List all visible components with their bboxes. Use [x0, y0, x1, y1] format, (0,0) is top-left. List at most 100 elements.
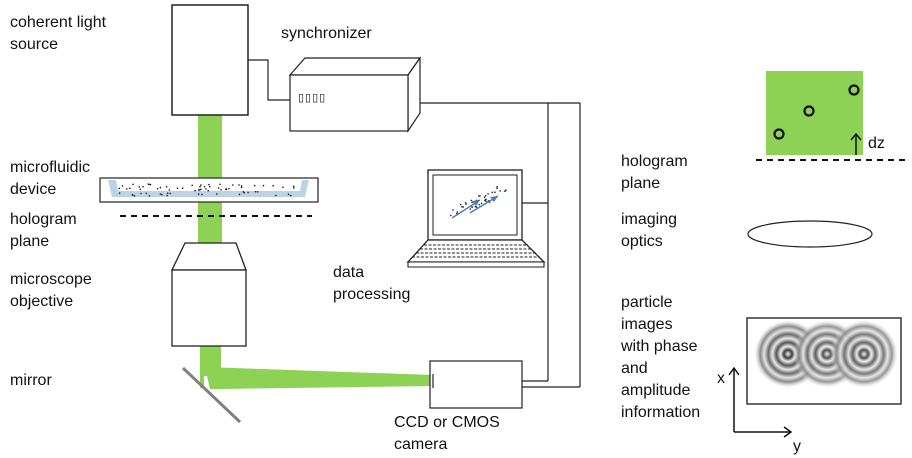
seeding-particle [253, 184, 256, 187]
screen-particle [485, 200, 487, 202]
dz-label: dz [868, 135, 885, 152]
seeding-particle [140, 192, 142, 195]
screen-arrowhead-2 [490, 196, 498, 202]
seeding-particle [121, 185, 124, 187]
seeding-particle [166, 194, 168, 197]
microfluidic-device-label: microfluidic device [10, 159, 91, 198]
screen-particle [456, 211, 459, 213]
screen-particle [462, 206, 465, 208]
seeding-particle [290, 194, 292, 197]
synchronizer-front [289, 74, 409, 132]
seeding-particle [208, 186, 211, 188]
seeding-particle [161, 193, 163, 196]
imaging-optics-label: imaging optics [621, 211, 678, 250]
seeding-particle [181, 187, 184, 189]
seeding-particle [166, 192, 169, 194]
seeding-particle [159, 193, 162, 195]
screen-particle [477, 195, 480, 197]
data-processing-label: data processing [333, 264, 411, 303]
screen-particle [461, 205, 463, 208]
seeding-particle [129, 187, 131, 190]
seeding-particle [293, 185, 295, 188]
seeding-particle [240, 186, 243, 189]
screen-particle [487, 193, 489, 195]
seeding-particle [293, 187, 295, 189]
seeding-particle [238, 184, 240, 186]
screen-particle [479, 195, 481, 197]
y-axis-arrowhead [783, 426, 793, 438]
seeding-particle [165, 186, 168, 188]
hologram-volume [766, 71, 863, 155]
light-source-box [171, 4, 249, 116]
seeding-particle [118, 192, 121, 194]
seeding-particle [131, 194, 134, 196]
seeding-particle [282, 186, 284, 188]
screen-particle [469, 208, 472, 210]
synchronizer-top [288, 57, 422, 76]
seeding-particle [168, 189, 171, 191]
particle [848, 84, 860, 96]
laptop-keyboard-keys [412, 244, 540, 258]
screen-particle [505, 189, 507, 191]
seeding-particle [197, 189, 200, 191]
seeding-particle [126, 188, 128, 190]
light-source-label: coherent light source [10, 14, 107, 53]
camera-label: CCD or CMOS camera [394, 414, 500, 453]
seeding-particle [118, 187, 121, 190]
x-axis-arrowhead [728, 366, 740, 376]
screen-particle [491, 191, 494, 194]
seeding-particle [145, 192, 148, 195]
seeding-particle [133, 195, 136, 197]
light-beam-to-camera [205, 367, 433, 389]
microscope-objective-label: microscope objective [10, 271, 92, 310]
objective-body [171, 269, 247, 347]
screen-particle [450, 214, 452, 217]
screen-particle [480, 202, 483, 205]
objective-top [170, 242, 247, 271]
microfluidic-device [99, 177, 319, 203]
screen-particle [483, 196, 486, 198]
screen-particle [464, 202, 467, 204]
seeding-particle [200, 184, 202, 186]
seeding-particle [256, 191, 259, 193]
screen-particle [475, 206, 478, 208]
synchronizer-label: synchronizer [281, 25, 372, 42]
seeding-particle [191, 184, 193, 187]
screen-particle [459, 203, 462, 206]
screen-particle [484, 199, 486, 201]
screen-particle [452, 209, 454, 211]
screen-particle [470, 199, 473, 202]
screen-particle [496, 187, 498, 189]
seeding-particle [156, 187, 159, 190]
seeding-particle [169, 192, 172, 195]
screen-particle [504, 190, 506, 192]
seeding-particle [207, 189, 209, 192]
seeding-particle [147, 183, 150, 185]
seeding-particle [240, 185, 243, 187]
seeding-particle [176, 187, 179, 190]
seeding-particle [225, 188, 227, 191]
seeding-particles [118, 183, 295, 197]
interference-pattern [830, 320, 898, 388]
synchronizer-display: ▯▯▯▯ [298, 92, 327, 104]
seeding-particle [149, 183, 152, 186]
seeding-particle [254, 190, 257, 193]
screen-particle [494, 191, 496, 193]
seeding-particle [208, 183, 210, 186]
seeding-particle [201, 193, 203, 196]
screen-particle [478, 204, 481, 206]
seeding-particle [243, 192, 245, 194]
screen-particle [471, 201, 473, 204]
hologram-plane-label-right: hologram plane [621, 153, 688, 192]
seeding-particle [232, 184, 234, 186]
seeding-particle [262, 184, 265, 187]
mirror-label: mirror [10, 372, 52, 389]
seeding-particle [238, 193, 241, 196]
camera-box [429, 360, 523, 409]
seeding-particle [132, 183, 134, 186]
seeding-particle [205, 188, 207, 190]
y-axis-label: y [793, 438, 801, 455]
laptop-base [407, 261, 545, 268]
screen-particle [465, 203, 467, 205]
